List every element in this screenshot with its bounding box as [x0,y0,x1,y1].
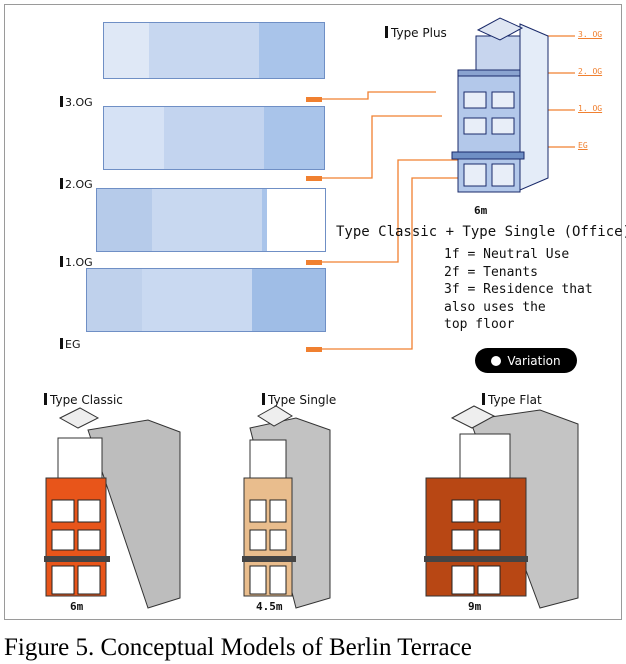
type-single-heading: Type Single [262,393,336,407]
floor-plan-eg [86,268,326,332]
note-lines: 1f = Neutral Use 2f = Tenants 3f = Resid… [444,246,593,334]
leader-line-1og [322,159,458,263]
building-type-single [242,405,331,609]
type-plus-building [451,17,549,193]
leader-line-eg [322,177,458,350]
leader-line-3og [322,91,436,100]
type-classic-width: 6m [70,600,84,613]
type-plus-heading: Type Plus [385,26,447,40]
figure-caption: Figure 5. Conceptual Models of Berlin Te… [4,634,472,661]
tag-eg: EG [578,141,588,150]
building-type-flat [424,405,579,609]
floor-label-1og: 1.OG [60,256,93,269]
floor-plan-1og [96,188,326,252]
note-line-4: also uses the [444,299,546,315]
floor-label-eg: EG [60,338,80,351]
marker-2og [306,176,322,181]
tag-1og: 1. OG [578,104,603,113]
variation-button[interactable]: Variation [475,348,577,373]
variation-label: Variation [507,353,561,368]
note-line-2: 2f = Tenants [444,264,538,280]
tag-3og: 3. OG [578,30,603,39]
marker-3og [306,97,322,102]
note-line-5: top floor [444,317,515,332]
floor-label-2og: 2.OG [60,178,93,191]
floor-plan-2og [103,106,325,170]
note-title: Type Classic + Type Single (Office) [336,224,626,240]
tag-2og: 2. OG [578,67,603,76]
type-plus-width: 6m [474,204,488,217]
note-line-3: 3f = Residence that [444,282,593,297]
building-type-classic [44,407,181,609]
floor-label-3og: 3.OG [60,96,93,109]
note-line-1: 1f = Neutral Use [444,247,570,262]
marker-eg [306,347,322,352]
type-single-width: 4.5m [256,600,283,613]
leader-line-2og [322,115,442,179]
bullet-icon [491,355,502,366]
type-flat-width: 9m [468,600,482,613]
facade-type-flat [425,477,527,597]
type-classic-heading: Type Classic [44,393,123,407]
type-flat-heading: Type Flat [482,393,542,407]
marker-1og [306,260,322,265]
floor-plan-3og [103,22,325,79]
